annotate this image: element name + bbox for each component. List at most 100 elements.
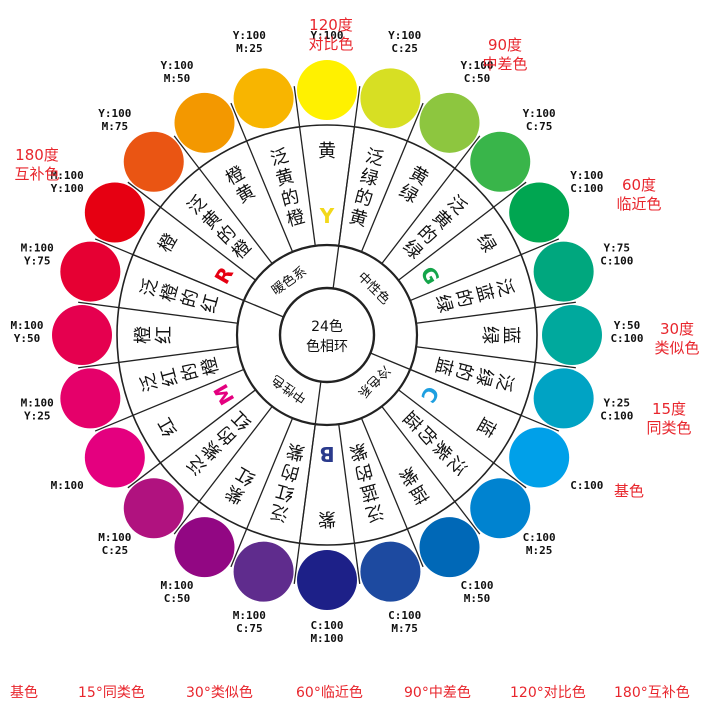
color-swatch-circle	[533, 368, 594, 429]
annotation-line: 15度	[651, 400, 687, 418]
annotation-line: 类似色	[654, 339, 700, 357]
sector-label-char: 橙	[198, 355, 223, 378]
sector-divider-line	[398, 389, 527, 489]
cmyk-code-line: M:100	[310, 632, 343, 645]
sector-label-char: 橙	[158, 282, 183, 305]
sector-divider-line	[293, 86, 316, 246]
sector-label-char: 的	[178, 360, 203, 383]
cmyk-code-line: Y:100	[233, 29, 266, 42]
color-swatch-circle	[533, 241, 594, 302]
cmyk-code-line: Y:100	[98, 107, 131, 120]
cmyk-code-line: Y:75	[24, 254, 51, 267]
cmyk-code-line: M:75	[391, 622, 418, 635]
cmyk-code-line: M:50	[164, 72, 191, 85]
sector-label-char: 泛	[137, 276, 162, 299]
sector-label-char: 蓝	[500, 326, 521, 344]
color-swatch-circle	[233, 68, 294, 129]
cmyk-code-line: Y:100	[51, 182, 84, 195]
sector-divider-line	[78, 301, 238, 324]
annotation-line: 90度	[487, 36, 523, 54]
sector-divider-line	[127, 389, 256, 489]
cmyk-code-label: Y:100	[310, 29, 343, 42]
sector-label-char: 蓝	[471, 282, 496, 305]
sector-divider-line	[78, 346, 238, 369]
sector-divider-line	[381, 135, 481, 264]
cmyk-code-line: Y:100	[570, 169, 603, 182]
color-swatch-circle	[123, 131, 184, 192]
sector-label-group: 黄	[318, 141, 336, 162]
cmyk-code-line: M:100	[98, 531, 131, 544]
sector-divider-line	[398, 181, 527, 281]
cmyk-code-line: C:100	[570, 479, 603, 492]
cmyk-code-line: C:50	[464, 72, 491, 85]
sector-label-char: 的	[451, 287, 476, 310]
sector-divider-line	[409, 238, 560, 302]
sector-divider-line	[416, 301, 576, 324]
sector-label-char: 橙	[133, 326, 154, 344]
color-swatch-circle	[84, 182, 145, 243]
sector-divider-line	[173, 406, 273, 535]
annotation-line: 中差色	[482, 55, 528, 73]
sector-divider-line	[230, 417, 294, 568]
annotation-30-similar: 30度 类似色	[642, 320, 712, 358]
middle-ring-divider	[332, 126, 356, 289]
sector-label-char: 黄	[347, 206, 370, 231]
cmyk-code-line: M:25	[526, 544, 553, 557]
color-swatch-circle	[60, 241, 121, 302]
cmyk-code-line: C:75	[526, 120, 553, 133]
sector-divider-line	[416, 346, 576, 369]
cmyk-code-line: Y:100	[523, 107, 556, 120]
footer-legend: 基色 15°同类色 30°类似色 60°临近色 90°中差色 120°对比色 1…	[0, 682, 716, 710]
cmyk-code-line: C:75	[236, 622, 263, 635]
cmyk-code-line: M:25	[236, 42, 263, 55]
annotation-base: 基色	[594, 482, 664, 501]
sector-label-char: 蓝	[358, 479, 381, 504]
cmyk-code-line: Y:75	[604, 241, 631, 254]
hue-letter: Y	[319, 204, 335, 228]
middle-ring-divider	[298, 381, 322, 544]
sector-label-char: 橙	[284, 206, 307, 231]
sector-label-char: 红	[198, 292, 223, 315]
sector-label-char: 泛	[492, 276, 517, 299]
cmyk-code-line: M:100	[51, 169, 84, 182]
sector-label-char: 红	[154, 326, 175, 344]
cmyk-code-line: C:50	[164, 592, 191, 605]
cmyk-code-label: M:100	[51, 479, 84, 492]
annotation-line: 30度	[659, 320, 695, 338]
color-swatch-circle	[297, 60, 357, 120]
annotation-90-medium: 90度 中差色	[470, 36, 540, 74]
sector-label-char: 绿	[358, 166, 381, 191]
sector-divider-line	[173, 135, 273, 264]
cmyk-code-line: Y:25	[604, 397, 631, 410]
sector-label-group: 橙红	[133, 326, 175, 344]
cmyk-code-line: C:100	[610, 332, 643, 345]
annotation-line: 同类色	[646, 419, 692, 437]
sector-label-char: 绿	[479, 326, 500, 344]
sector-label-char: 绿	[471, 366, 496, 389]
annotation-line: 临近色	[616, 195, 662, 213]
cmyk-code-line: C:100	[600, 410, 633, 423]
hue-letter: B	[319, 442, 334, 466]
cmyk-code-line: C:100	[388, 609, 421, 622]
footer-item-base: 基色	[10, 685, 38, 701]
cmyk-code-line: C:100	[570, 182, 603, 195]
sector-divider-line	[127, 181, 256, 281]
annotation-line: 120度	[309, 16, 353, 34]
sector-divider-line	[230, 102, 294, 253]
middle-ring-divider	[132, 254, 284, 318]
